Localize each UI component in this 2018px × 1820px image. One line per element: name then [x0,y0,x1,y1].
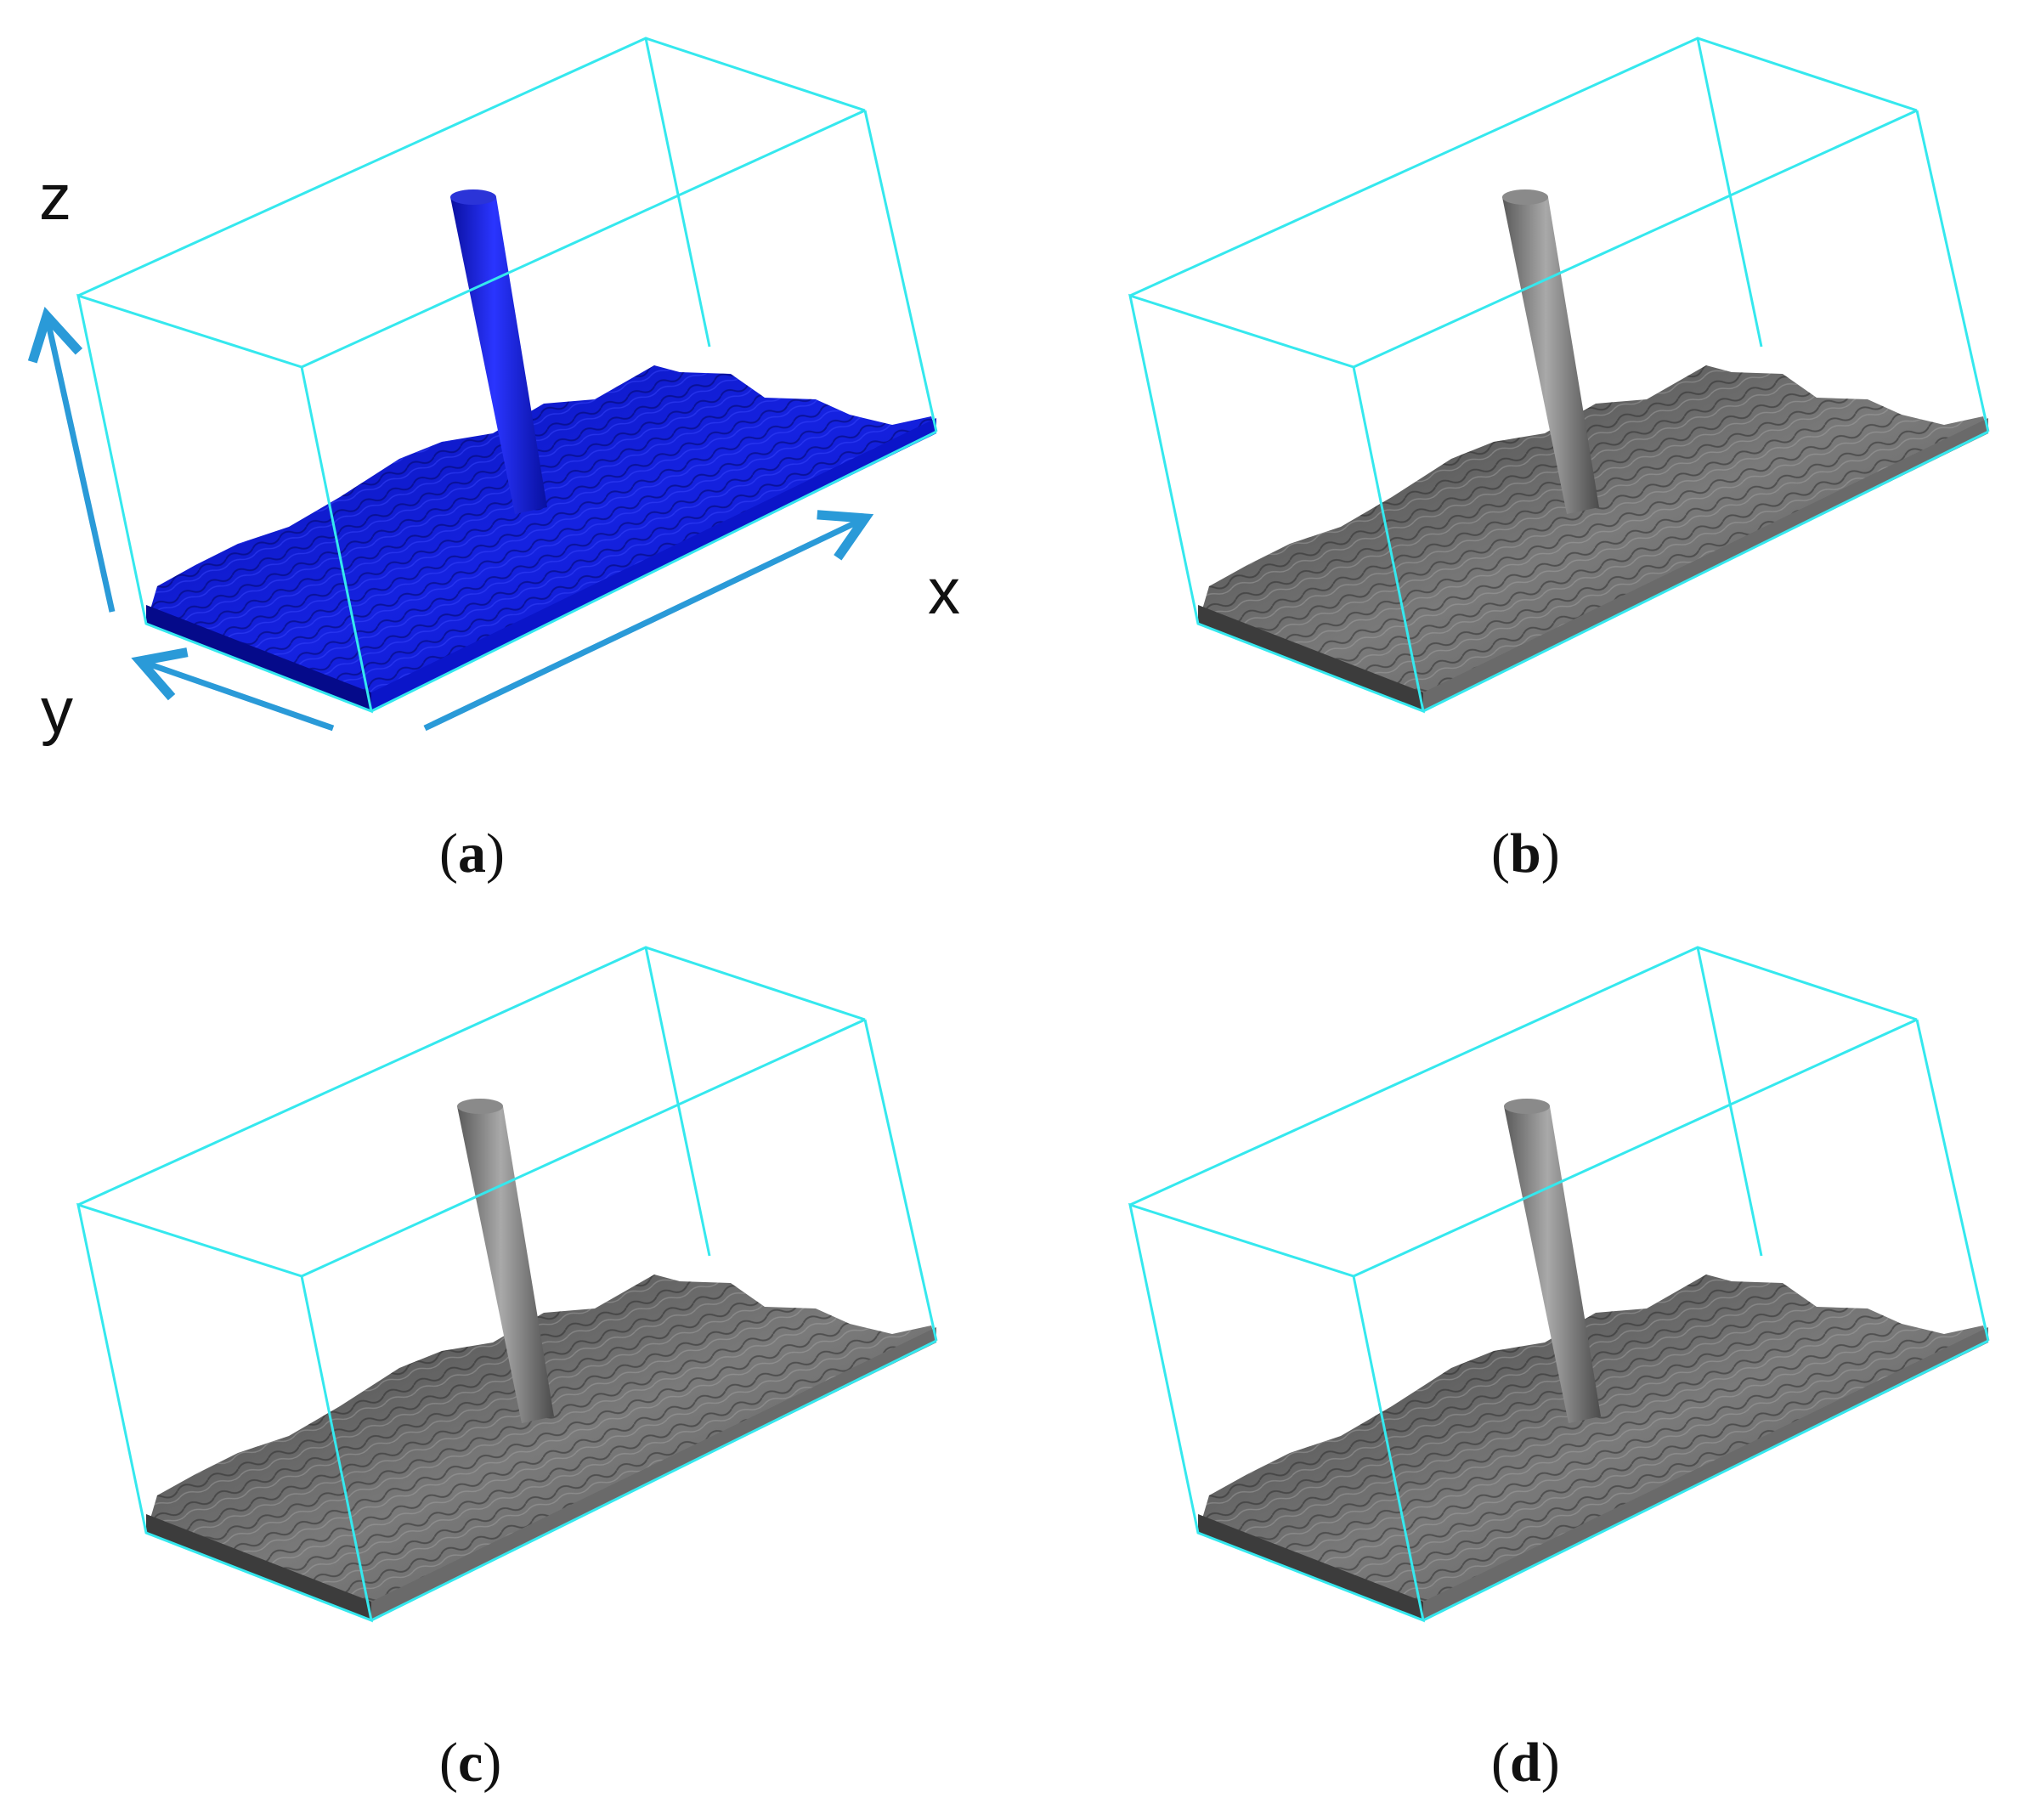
panel-b: (b) [1128,37,1990,885]
bounding-box-front [76,109,938,714]
terrain-surface-gray [146,1275,936,1620]
caption-d: (d) [1491,1732,1560,1794]
caption-c: (c) [439,1732,501,1794]
pier-cylinder-blue [450,189,547,514]
pier-cylinder-gray [1504,1099,1601,1423]
caption-a: (a) [439,822,505,885]
bounding-box-back [1129,37,1918,348]
z-axis-arrow [27,306,116,613]
z-axis-label: z [39,161,71,234]
panel-d: (d) [1128,946,1990,1794]
bounding-box-back [1129,946,1918,1257]
bounding-box-back [77,37,866,348]
x-axis-arrow [423,510,874,732]
pier-cylinder-gray [457,1099,554,1423]
panel-c: (c) [76,946,938,1794]
terrain-surface-blue [146,365,936,711]
axis-arrows [27,306,874,732]
caption-b: (b) [1491,822,1560,885]
bounding-box-back [77,946,866,1257]
bounding-box-front [76,1018,938,1623]
terrain-surface-gray [1198,365,1988,711]
bounding-box-front [1128,109,1990,714]
pier-cylinder-gray [1502,189,1599,514]
y-axis-label: y [41,675,73,747]
y-axis-arrow [131,647,335,732]
x-axis-label: x [928,556,960,628]
panel-a: z x y (a) [27,37,960,885]
bounding-box-front [1128,1018,1990,1623]
terrain-surface-gray [1198,1275,1988,1620]
